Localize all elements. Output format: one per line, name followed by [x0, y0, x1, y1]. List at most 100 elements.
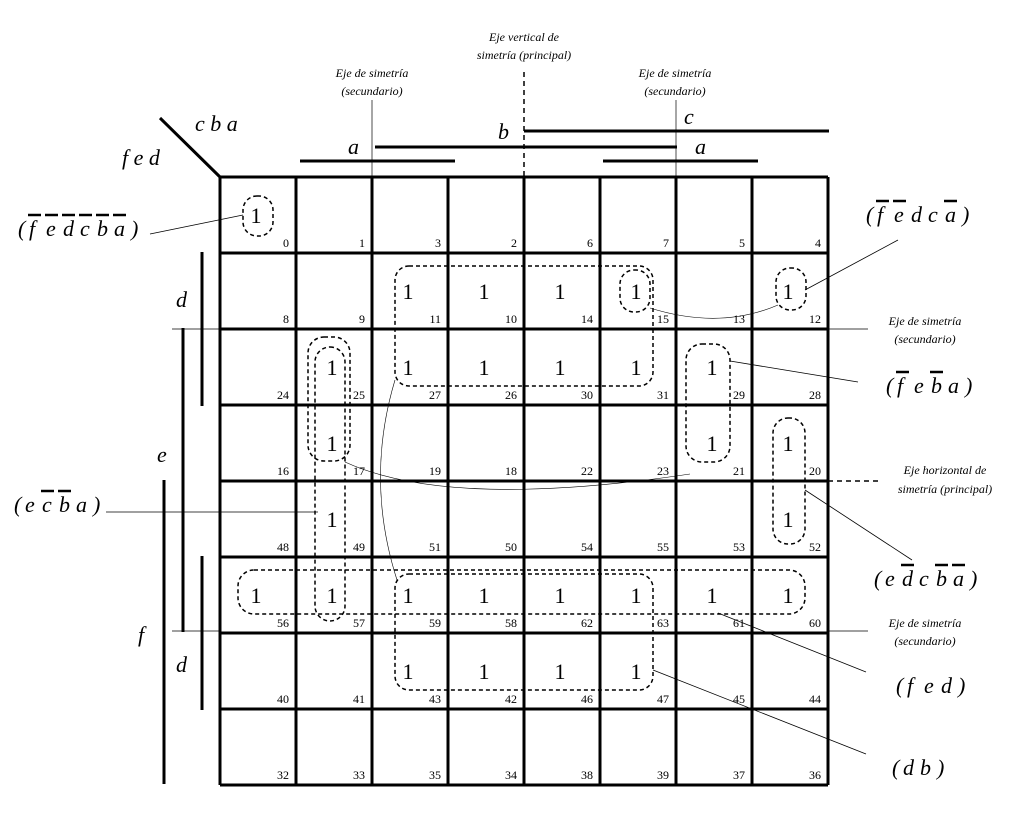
cell-one: 1	[631, 279, 642, 304]
term-var: b	[59, 492, 70, 517]
term-var: d	[911, 202, 923, 227]
term-paren-open: (	[892, 755, 901, 780]
term-var: c	[42, 492, 52, 517]
axis-vertical-principal-label-2: simetría (principal)	[477, 48, 571, 62]
term-var: c	[919, 566, 929, 591]
col-var-b: b	[498, 119, 509, 144]
group-loop-pair-29-21	[685, 343, 731, 463]
cell-one: 1	[251, 583, 262, 608]
cell-number: 21	[733, 464, 745, 478]
cell-number: 29	[733, 388, 745, 402]
cell-number: 51	[429, 540, 441, 554]
term-var: a	[114, 216, 125, 241]
axis-vertical-principal-label-1: Eje vertical de	[488, 30, 560, 44]
cell-number: 3	[435, 236, 441, 250]
cell-one: 1	[403, 659, 414, 684]
term-var: a	[945, 202, 956, 227]
cell-number: 19	[429, 464, 441, 478]
cell-one: 1	[631, 355, 642, 380]
axis-horizontal-secondary-bottom-label-1: Eje de simetría	[888, 616, 962, 630]
cell-number: 39	[657, 768, 669, 782]
cell-number: 12	[809, 312, 821, 326]
connector-curve-15-12	[649, 304, 779, 319]
group-loop-pair-20-52	[772, 417, 806, 545]
connector-term-5	[804, 489, 913, 561]
col-var-a-right: a	[695, 134, 706, 159]
term-var: a	[948, 373, 959, 398]
connector-term-2	[804, 239, 899, 291]
connector-term-1	[149, 214, 244, 235]
term-var: c	[928, 202, 938, 227]
cell-one: 1	[555, 355, 566, 380]
term-paren-close: )	[129, 216, 138, 241]
cell-number: 15	[657, 312, 669, 326]
cell-one: 1	[327, 355, 338, 380]
connector-curve-17-21	[344, 461, 691, 490]
cell-number: 33	[353, 768, 365, 782]
cell-number: 13	[733, 312, 745, 326]
term-var: d	[903, 755, 915, 780]
cell-number: 32	[277, 768, 289, 782]
cell-number: 7	[663, 236, 669, 250]
cell-number: 63	[657, 616, 669, 630]
cell-number: 9	[359, 312, 365, 326]
axis-horizontal-secondary-bottom-label-2: (secundario)	[894, 634, 955, 648]
cell-one: 1	[327, 507, 338, 532]
cell-one: 1	[403, 355, 414, 380]
axis-horizontal-secondary-top-label-2: (secundario)	[894, 332, 955, 346]
cell-number: 2	[511, 236, 517, 250]
term-var: b	[920, 755, 931, 780]
corner-col-vars: c b a	[195, 111, 238, 136]
axis-horizontal-principal-label-1: Eje horizontal de	[903, 463, 987, 477]
cell-number: 47	[657, 692, 669, 706]
axis-vertical-secondary-right-label-1: Eje de simetría	[638, 66, 712, 80]
cell-number: 48	[277, 540, 289, 554]
cell-number: 56	[277, 616, 289, 630]
term-var: f	[897, 373, 906, 398]
group-loop-cell-0	[242, 195, 274, 237]
term-var: a	[76, 492, 87, 517]
term-paren-open: (	[886, 373, 895, 398]
cell-number: 50	[505, 540, 517, 554]
term-var: e	[924, 673, 934, 698]
row-var-f: f	[138, 622, 147, 647]
cell-number: 42	[505, 692, 517, 706]
axis-horizontal-secondary-top-label-1: Eje de simetría	[888, 314, 962, 328]
cell-one: 1	[479, 583, 490, 608]
cell-number: 61	[733, 616, 745, 630]
axis-vertical-secondary-left-label-1: Eje de simetría	[335, 66, 409, 80]
cell-number: 34	[505, 768, 517, 782]
term-var: f	[907, 673, 916, 698]
term-var: d	[63, 216, 75, 241]
group-loop-row-56-60	[237, 569, 806, 615]
term-var: d	[941, 673, 953, 698]
cell-one: 1	[707, 583, 718, 608]
term-paren-open: (	[866, 202, 875, 227]
cell-number: 52	[809, 540, 821, 554]
cell-one: 1	[783, 431, 794, 456]
axis-vertical-secondary-right-label-2: (secundario)	[644, 84, 705, 98]
row-var-e: e	[157, 442, 167, 467]
group-loop-cell-15	[619, 269, 651, 313]
term-var: f	[29, 216, 38, 241]
row-var-d-top: d	[176, 287, 188, 312]
cell-number: 36	[809, 768, 821, 782]
connector-curve-27-59	[380, 379, 398, 581]
cell-number: 55	[657, 540, 669, 554]
cell-number: 11	[429, 312, 441, 326]
cell-number: 10	[505, 312, 517, 326]
cell-number: 22	[581, 464, 593, 478]
cell-number: 43	[429, 692, 441, 706]
cell-number: 26	[505, 388, 517, 402]
cell-one: 1	[707, 431, 718, 456]
corner-diagonal	[158, 116, 222, 179]
term-var: e	[25, 492, 35, 517]
term-var: d	[902, 566, 914, 591]
